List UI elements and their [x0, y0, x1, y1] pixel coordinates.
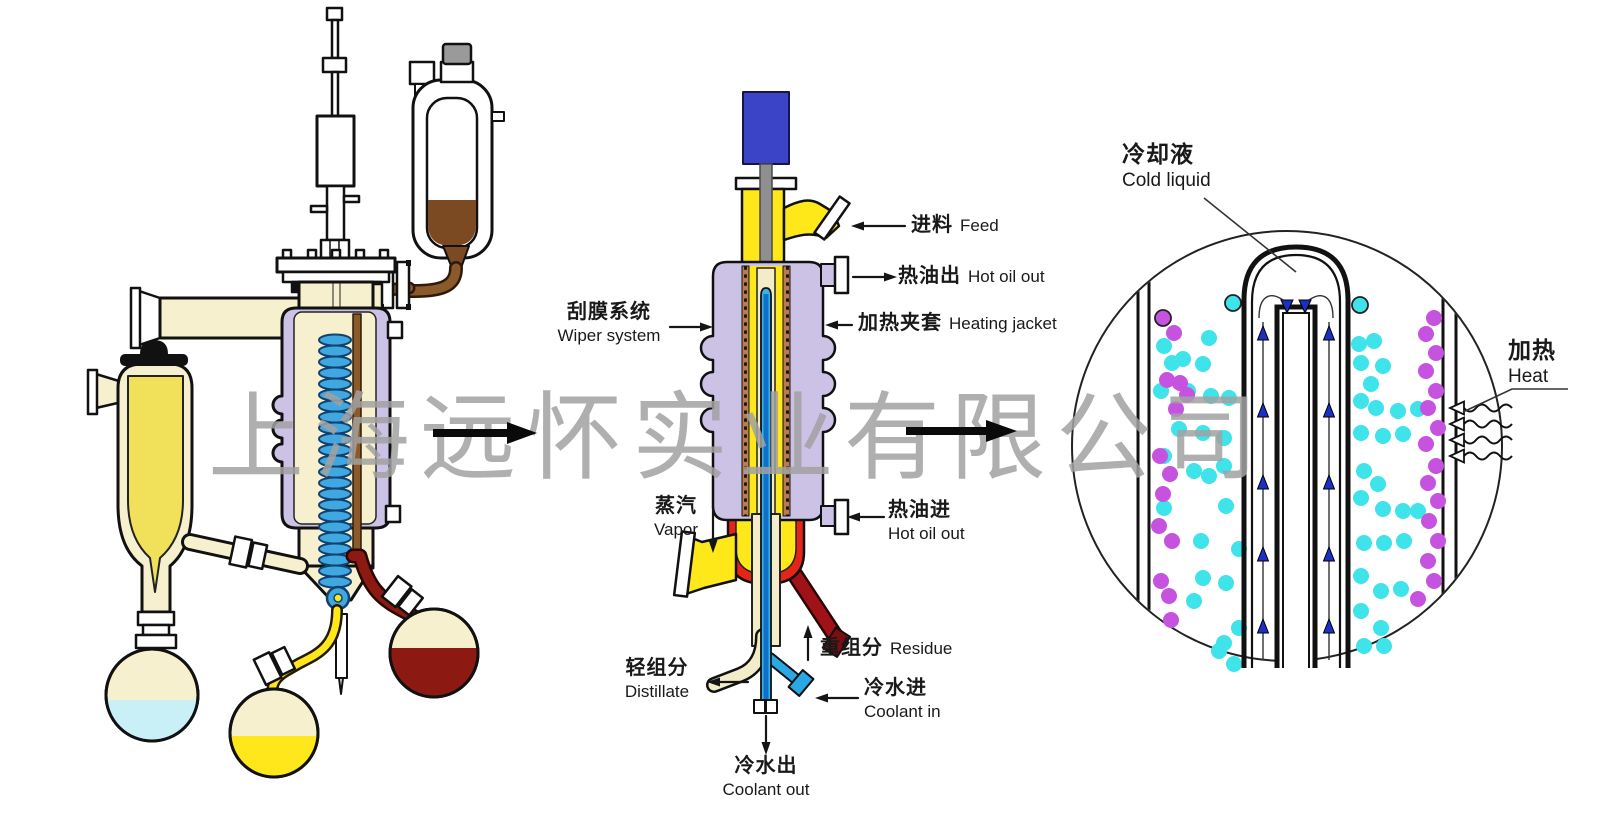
left-apparatus — [86, 6, 505, 779]
cold-trap — [86, 340, 194, 650]
feed-line — [352, 313, 362, 561]
label-arrows — [668, 221, 907, 755]
coolant-out-port — [753, 699, 766, 714]
schematic-evaporator — [668, 91, 907, 755]
stirrer-assembly — [309, 6, 361, 260]
hot-oil-in-port — [820, 498, 850, 536]
hot-oil-out-port — [820, 255, 850, 295]
vapor-outlet — [672, 530, 738, 598]
feed-port — [782, 195, 851, 242]
label-vapor: 蒸汽 Vapor — [653, 495, 699, 539]
cold-liquid-leader — [1203, 197, 1297, 273]
residue-line — [345, 548, 432, 630]
magnified-view — [1071, 197, 1568, 672]
condenser-finger — [1241, 244, 1351, 668]
distillate-tube — [252, 604, 343, 700]
transfer-arm — [181, 533, 309, 575]
evaporator-walls — [1136, 250, 1458, 645]
distillate-outlet — [706, 628, 771, 693]
heat-leader — [1462, 388, 1568, 413]
drive-motor — [742, 91, 790, 165]
wiper-band-left — [741, 265, 750, 517]
label-cold-liquid: 冷却液 Cold liquid — [1122, 141, 1211, 191]
leader-lines — [1203, 197, 1568, 413]
label-coolant-in: 冷水进 Coolant in — [864, 677, 941, 721]
label-hot-oil-in: 热油进 Hot oil out — [888, 499, 965, 543]
label-heat: 加热 Heat — [1508, 337, 1556, 387]
coolant-flow-arrows — [1256, 299, 1336, 634]
label-distillate: 轻组分 Distillate — [624, 657, 690, 701]
heat-waves — [1447, 400, 1513, 464]
coolant-in-arm — [764, 652, 815, 697]
condenser-coil — [318, 333, 352, 589]
label-coolant-out: 冷水出 Coolant out — [722, 755, 810, 799]
molecule-dots — [1151, 294, 1446, 672]
wiper-band-right — [782, 265, 791, 517]
label-wiper-system: 刮膜系统 Wiper system — [557, 301, 661, 345]
